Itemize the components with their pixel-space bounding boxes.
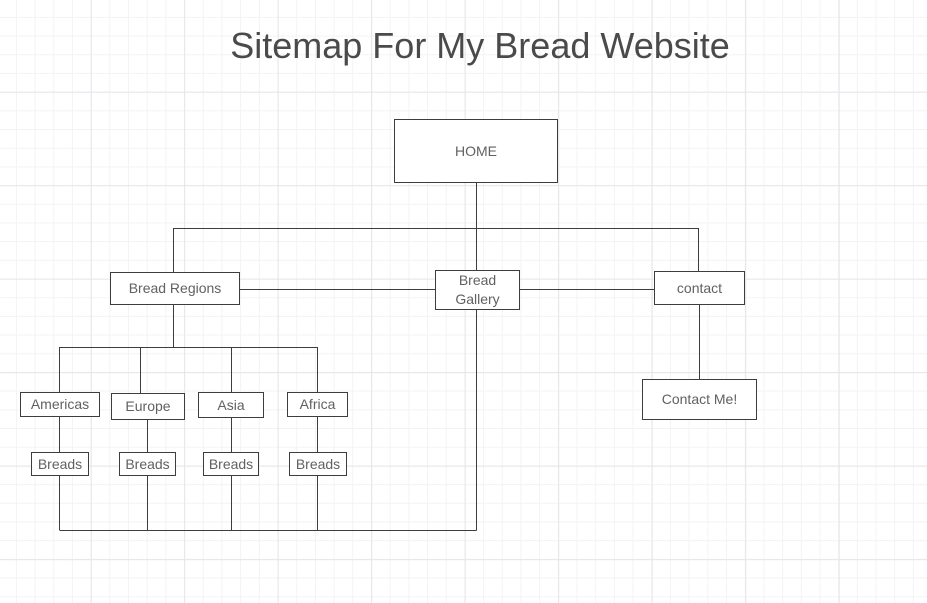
node-breads-europe-label: Breads bbox=[125, 455, 170, 472]
node-home-label: HOME bbox=[455, 142, 497, 159]
node-americas[interactable]: Americas bbox=[20, 392, 100, 417]
node-breads-asia[interactable]: Breads bbox=[203, 452, 259, 476]
node-breads-africa-label: Breads bbox=[295, 455, 341, 472]
node-contact-me-label: Contact Me! bbox=[661, 391, 738, 408]
node-breads-asia-label: Breads bbox=[208, 455, 254, 472]
node-asia[interactable]: Asia bbox=[198, 392, 264, 418]
node-africa-label: Africa bbox=[299, 396, 336, 413]
node-bread-gallery-label: Bread Gallery bbox=[455, 272, 500, 307]
node-breads-americas-label: Breads bbox=[37, 455, 83, 472]
node-bread-regions[interactable]: Bread Regions bbox=[110, 272, 240, 305]
node-contact[interactable]: contact bbox=[654, 271, 745, 305]
node-contact-me[interactable]: Contact Me! bbox=[642, 379, 757, 420]
node-europe[interactable]: Europe bbox=[111, 393, 185, 420]
node-bread-regions-label: Bread Regions bbox=[128, 280, 222, 297]
node-americas-label: Americas bbox=[30, 396, 90, 413]
node-breads-africa[interactable]: Breads bbox=[289, 452, 347, 476]
diagram-title[interactable]: Sitemap For My Bread Website bbox=[230, 25, 730, 66]
node-asia-label: Asia bbox=[217, 396, 245, 413]
node-breads-americas[interactable]: Breads bbox=[31, 452, 89, 476]
node-home[interactable]: HOME bbox=[394, 119, 558, 183]
node-contact-label: contact bbox=[676, 279, 723, 296]
node-africa[interactable]: Africa bbox=[287, 392, 348, 417]
node-breads-europe[interactable]: Breads bbox=[119, 452, 176, 476]
node-europe-label: Europe bbox=[125, 398, 171, 415]
node-bread-gallery[interactable]: Bread Gallery bbox=[435, 270, 520, 310]
